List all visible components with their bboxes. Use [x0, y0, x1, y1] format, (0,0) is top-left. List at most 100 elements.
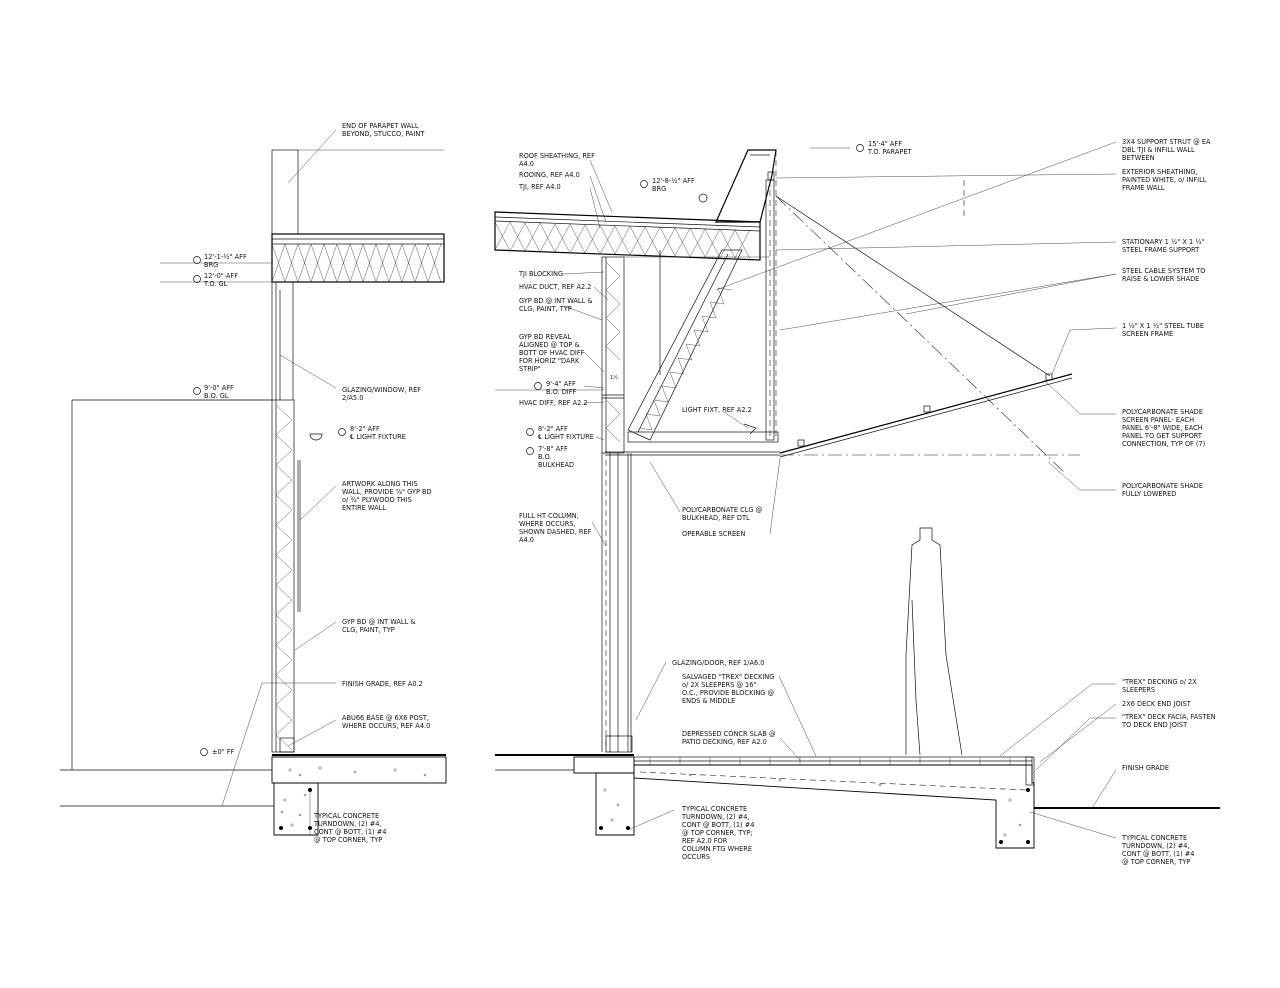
svg-text:ENDS & MIDDLE: ENDS & MIDDLE [682, 697, 735, 705]
svg-text:2X6 DECK END JOIST: 2X6 DECK END JOIST [1122, 700, 1192, 708]
svg-text:WHERE OCCURS,: WHERE OCCURS, [519, 520, 576, 528]
svg-text:B.O. DIFF: B.O. DIFF [546, 388, 577, 396]
svg-text:2/A5.0: 2/A5.0 [342, 394, 363, 402]
svg-text:B.O. GL: B.O. GL [204, 392, 229, 400]
svg-text:ENTIRE WALL: ENTIRE WALL [342, 504, 386, 512]
note-finish-grade: FINISH GRADE, REF A0.2 [342, 680, 423, 688]
svg-text:STATIONARY 1 ½" X 1 ½": STATIONARY 1 ½" X 1 ½" [1122, 238, 1205, 246]
svg-text:RAISE & LOWER SHADE: RAISE & LOWER SHADE [1122, 275, 1199, 283]
note-steel-tube-frame: 1 ½" X 1 ½" STEEL TUBE SCREEN FRAME [1122, 322, 1204, 338]
svg-text:ABU66 BASE @ 6X6 POST,: ABU66 BASE @ 6X6 POST, [342, 714, 429, 722]
svg-text:CONT @ BOTT, (1) #4: CONT @ BOTT, (1) #4 [682, 821, 754, 829]
svg-text:8'-2" AFF: 8'-2" AFF [538, 425, 568, 433]
svg-text:o/ ¾" PLYWOOD THIS: o/ ¾" PLYWOOD THIS [342, 496, 412, 504]
note-gyp-board-int: GYP BD @ INT WALL & CLG, PAINT, TYP [519, 297, 593, 313]
svg-text:HVAC DIFF, REF A2.2: HVAC DIFF, REF A2.2 [519, 399, 588, 407]
elevation-marker-bogl: 9'-0" AFF B.O. GL [193, 384, 234, 400]
svg-text:TJI, REF A4.0: TJI, REF A4.0 [518, 183, 561, 191]
svg-text:GYP BD @ INT WALL &: GYP BD @ INT WALL & [519, 297, 593, 305]
svg-text:SCREEN PANEL- EACH: SCREEN PANEL- EACH [1122, 416, 1194, 424]
svg-text:BEYOND, STUCCO, PAINT: BEYOND, STUCCO, PAINT [342, 130, 425, 138]
svg-text:WALL, PROVIDE ⅝" GYP BD: WALL, PROVIDE ⅝" GYP BD [342, 488, 432, 496]
svg-text:9'-0" AFF: 9'-0" AFF [204, 384, 234, 392]
svg-text:T.O. GL: T.O. GL [203, 280, 228, 288]
svg-text:POLYCARBONATE SHADE: POLYCARBONATE SHADE [1122, 482, 1203, 490]
svg-text:BULKHEAD, REF DTL: BULKHEAD, REF DTL [682, 514, 750, 522]
elevation-marker-bulkhead: 7'-8" AFF B.O. BULKHEAD [526, 445, 574, 469]
svg-text:TURNDOWN, (2) #4,: TURNDOWN, (2) #4, [681, 813, 750, 821]
svg-text:OPERABLE SCREEN: OPERABLE SCREEN [682, 530, 745, 538]
note-hvac-diff: HVAC DIFF, REF A2.2 [519, 399, 588, 407]
svg-text:1 ½" X 1 ½" STEEL TUBE: 1 ½" X 1 ½" STEEL TUBE [1122, 322, 1204, 330]
svg-text:DBL TJI & INFILL WALL: DBL TJI & INFILL WALL [1122, 146, 1195, 154]
svg-text:℄ LIGHT FIXTURE: ℄ LIGHT FIXTURE [350, 433, 406, 441]
note-concrete-turndown-far: TYPICAL CONCRETE TURNDOWN, (2) #4, CONT … [1121, 834, 1194, 866]
svg-text:BOTT OF HVAC DIFF: BOTT OF HVAC DIFF [519, 349, 585, 357]
elevation-marker-ff: ±0" FF [200, 748, 235, 756]
svg-text:CONNECTION, TYP OF (7): CONNECTION, TYP OF (7) [1122, 440, 1205, 448]
svg-text:FRAME WALL: FRAME WALL [1122, 184, 1165, 192]
svg-text:ROOF SHEATHING, REF: ROOF SHEATHING, REF [519, 152, 595, 160]
note-exterior-sheathing: EXTERIOR SHEATHING, PAINTED WHITE, o/ IN… [1122, 168, 1207, 192]
svg-text:ARTWORK ALONG THIS: ARTWORK ALONG THIS [342, 480, 418, 488]
note-light-fixt: LIGHT FIXT, REF A2.2 [682, 406, 752, 414]
elevation-marker-light: 8'-2" AFF ℄ LIGHT FIXTURE [338, 425, 406, 441]
note-deck-facia: "TREX" DECK FACIA, FASTEN TO DECK END JO… [1121, 713, 1216, 729]
note-glazing-door: GLAZING/DOOR, REF 1/A6.0 [672, 659, 764, 667]
svg-text:O.C., PROVIDE BLOCKING @: O.C., PROVIDE BLOCKING @ [682, 689, 774, 697]
svg-text:9'-4" AFF: 9'-4" AFF [546, 380, 576, 388]
svg-text:FINISH GRADE, REF A0.2: FINISH GRADE, REF A0.2 [342, 680, 423, 688]
note-tji-blocking: TJI BLOCKING [518, 270, 563, 278]
note-operable-screen: OPERABLE SCREEN [682, 530, 745, 538]
svg-text:15'-4" AFF: 15'-4" AFF [868, 140, 902, 148]
svg-text:"TREX" DECKING o/ 2X: "TREX" DECKING o/ 2X [1122, 678, 1197, 686]
elevation-marker-diff: 9'-4" AFF B.O. DIFF [534, 380, 577, 396]
note-full-ht-column: FULL HT COLUMN, WHERE OCCURS, SHOWN DASH… [519, 512, 592, 544]
svg-text:TYPICAL CONCRETE: TYPICAL CONCRETE [313, 812, 379, 820]
svg-text:REF A2.0 FOR: REF A2.0 FOR [682, 837, 728, 845]
svg-text:12'-0" AFF: 12'-0" AFF [204, 272, 238, 280]
svg-text:DEPRESSED CONCR SLAB @: DEPRESSED CONCR SLAB @ [682, 730, 776, 738]
elevation-marker-light-right: 8'-2" AFF ℄ LIGHT FIXTURE [526, 425, 594, 441]
svg-text:END OF PARAPET WALL: END OF PARAPET WALL [342, 122, 419, 130]
svg-text:B.O.: B.O. [538, 453, 552, 461]
note-artwork-wall: ARTWORK ALONG THIS WALL, PROVIDE ⅝" GYP … [342, 480, 432, 512]
note-depressed-slab: DEPRESSED CONCR SLAB @ PATIO DECKING, RE… [682, 730, 776, 746]
elevation-marker-parapet: 15'-4" AFF T.O. PARAPET [856, 140, 912, 156]
note-trex-decking: "TREX" DECKING o/ 2X SLEEPERS [1122, 678, 1197, 694]
svg-text:GLAZING/DOOR, REF 1/A6.0: GLAZING/DOOR, REF 1/A6.0 [672, 659, 764, 667]
svg-text:PATIO DECKING, REF A2.0: PATIO DECKING, REF A2.0 [682, 738, 767, 746]
svg-text:@ TOP CORNER, TYP: @ TOP CORNER, TYP [1122, 858, 1190, 866]
svg-text:o/ 2X SLEEPERS @ 16": o/ 2X SLEEPERS @ 16" [682, 681, 756, 689]
note-glazing-window: GLAZING/WINDOW, REF 2/A5.0 [342, 386, 421, 402]
elevation-marker-brg-right: 12'-8-½" AFF BRG [640, 177, 695, 193]
svg-text:7'-8" AFF: 7'-8" AFF [538, 445, 568, 453]
svg-text:FOR HORIZ "DARK: FOR HORIZ "DARK [519, 357, 580, 365]
note-gyp-board: GYP BD @ INT WALL & CLG, PAINT, TYP [342, 618, 416, 634]
svg-text:A4.0: A4.0 [519, 536, 534, 544]
svg-text:STEEL CABLE SYSTEM TO: STEEL CABLE SYSTEM TO [1122, 267, 1205, 275]
note-salvaged-trex: SALVAGED "TREX" DECKING o/ 2X SLEEPERS @… [682, 673, 774, 705]
note-abu-base: ABU66 BASE @ 6X6 POST, WHERE OCCURS, REF… [342, 714, 430, 730]
svg-text:POLYCARBONATE CLG @: POLYCARBONATE CLG @ [682, 506, 763, 514]
svg-text:HVAC DUCT, REF A2.2: HVAC DUCT, REF A2.2 [519, 283, 592, 291]
note-concrete-turndown-right: TYPICAL CONCRETE TURNDOWN, (2) #4, CONT … [681, 805, 754, 861]
svg-text:CONT @ BOTT, (1) #4: CONT @ BOTT, (1) #4 [1122, 850, 1194, 858]
svg-text:OCCURS: OCCURS [682, 853, 710, 861]
svg-text:SCREEN FRAME: SCREEN FRAME [1122, 330, 1173, 338]
svg-text:ROOING, REF A4.0: ROOING, REF A4.0 [519, 171, 580, 179]
svg-text:TURNDOWN, (2) #4,: TURNDOWN, (2) #4, [1121, 842, 1190, 850]
svg-text:"TREX" DECK FACIA, FASTEN: "TREX" DECK FACIA, FASTEN [1122, 713, 1216, 721]
svg-text:PANEL TO GET SUPPORT: PANEL TO GET SUPPORT [1122, 432, 1203, 440]
svg-text:BRG: BRG [652, 185, 666, 193]
svg-text:8'-2" AFF: 8'-2" AFF [350, 425, 380, 433]
svg-text:SLEEPERS: SLEEPERS [1122, 686, 1155, 694]
svg-text:EXTERIOR SHEATHING,: EXTERIOR SHEATHING, [1122, 168, 1198, 176]
svg-text:FULL HT COLUMN,: FULL HT COLUMN, [519, 512, 579, 520]
svg-text:CLG, PAINT, TYP: CLG, PAINT, TYP [519, 305, 572, 313]
svg-text:TURNDOWN, (2) #4,: TURNDOWN, (2) #4, [313, 820, 382, 828]
svg-text:PANEL 6'-8" WIDE, EACH: PANEL 6'-8" WIDE, EACH [1122, 424, 1203, 432]
svg-text:SALVAGED "TREX" DECKING: SALVAGED "TREX" DECKING [682, 673, 774, 681]
svg-text:BULKHEAD: BULKHEAD [538, 461, 574, 469]
svg-text:12'-8-½" AFF: 12'-8-½" AFF [652, 177, 695, 185]
